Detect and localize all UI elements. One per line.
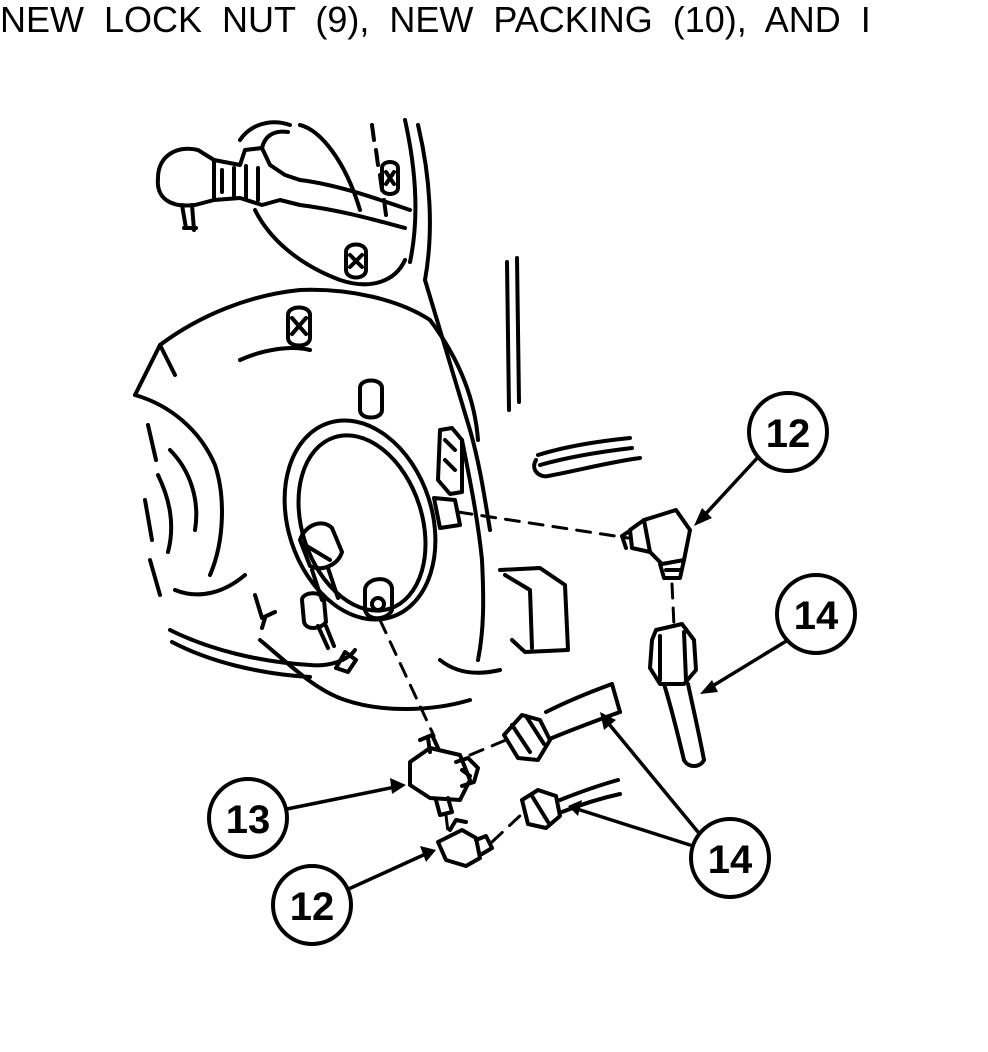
arrowhead <box>390 778 406 794</box>
callout-label: 13 <box>226 798 271 842</box>
callout-14-right: 14 <box>775 573 857 655</box>
upper-sensor-assembly <box>155 120 412 232</box>
upper-housing <box>253 118 521 532</box>
arrow-to-hose-lower <box>572 806 692 847</box>
lower-body <box>168 436 642 711</box>
cover-plate <box>253 418 438 650</box>
leader-arrows <box>280 453 790 894</box>
callout-14-bottom: 14 <box>689 817 771 899</box>
elbow-fitting-lower <box>436 818 494 868</box>
callout-12-bottom: 12 <box>271 864 353 946</box>
callout-label: 14 <box>708 838 753 882</box>
callout-12-top: 12 <box>747 391 829 473</box>
arrowhead <box>420 846 436 862</box>
arrow-to-elbow-lower <box>340 850 432 894</box>
callout-label: 14 <box>794 594 839 638</box>
callout-13: 13 <box>207 777 289 859</box>
tube-nut-upper-right <box>648 622 706 768</box>
arrow-to-tube-upper <box>704 638 790 692</box>
alignment-lines <box>378 510 676 844</box>
arrow-to-tee <box>280 784 402 812</box>
main-housing <box>133 287 480 597</box>
arrow-to-hose-upper <box>602 716 700 834</box>
arrowhead <box>600 712 616 730</box>
arrowhead <box>568 800 582 816</box>
callout-label: 12 <box>290 885 335 929</box>
arrowhead <box>694 508 712 526</box>
elbow-fitting-upper <box>620 508 692 580</box>
tee-fitting <box>408 733 480 817</box>
arrowhead <box>700 680 718 694</box>
header-instruction-text: NEW LOCK NUT (9), NEW PACKING (10), AND … <box>0 0 871 40</box>
callout-label: 12 <box>766 412 811 456</box>
hose-fitting-lower <box>502 682 622 830</box>
arrow-to-elbow-upper <box>698 453 762 522</box>
